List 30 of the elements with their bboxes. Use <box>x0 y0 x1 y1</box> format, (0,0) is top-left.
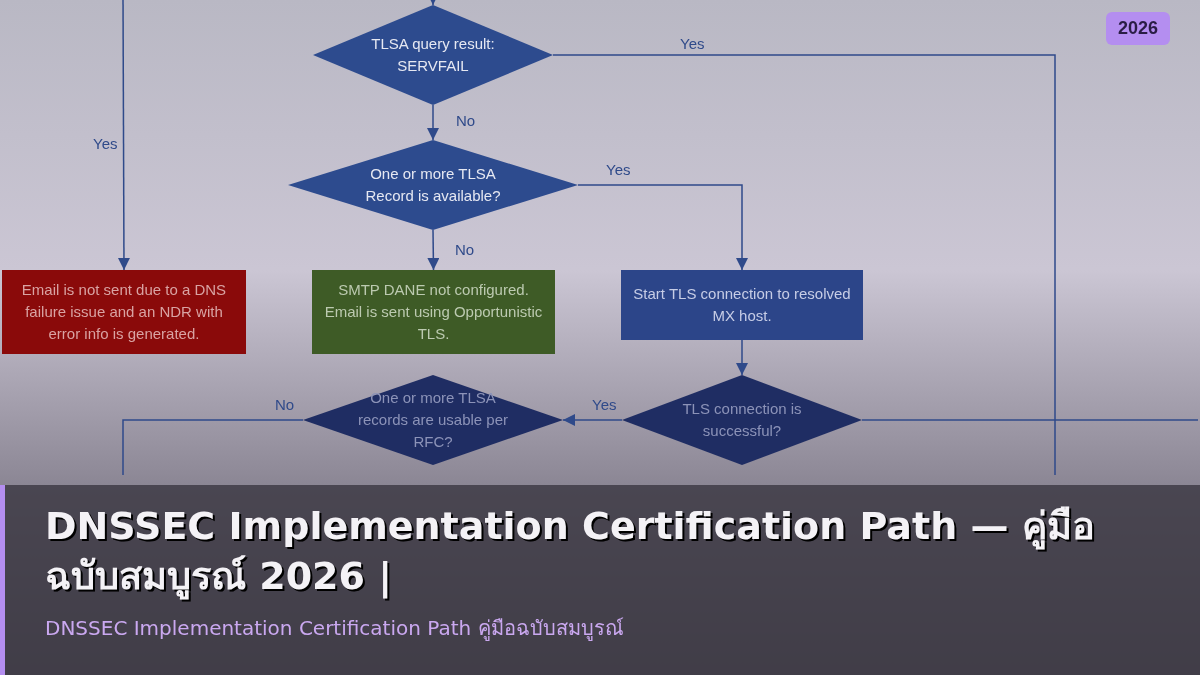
title: DNSSEC Implementation Certification Path — คู่มือฉบับสมบูรณ์ 2026 | <box>45 503 1096 601</box>
decision-diamond <box>622 375 862 465</box>
edge-label: Yes <box>680 36 705 51</box>
node-text: Start TLS connection to resolved MX host. <box>632 284 852 326</box>
connector-arrow <box>427 229 440 271</box>
node-text: Email is not sent due to a DNS failure issue and an NDR with error info is generated. <box>20 280 228 344</box>
edge-label: Yes <box>93 136 118 151</box>
connector-arrow <box>736 339 748 376</box>
process-box <box>2 270 246 354</box>
decision-diamond <box>288 140 578 230</box>
node-text: TLS connection is successful? <box>681 399 803 441</box>
connector-arrow <box>117 0 130 271</box>
edge-label: No <box>456 113 476 128</box>
connector-arrow <box>562 414 623 426</box>
edge-label: Yes <box>606 162 631 177</box>
node-text: One or more TLSA records are usable per RFC? <box>356 388 510 452</box>
decision-diamond <box>313 5 553 105</box>
edge-label: No <box>455 242 475 257</box>
decision-diamond <box>303 375 563 465</box>
edge-label: No <box>275 397 295 412</box>
node-text: One or more TLSA Record is available? <box>364 164 502 206</box>
process-box <box>312 270 555 354</box>
node-text: SMTP DANE not configured. Email is sent using Opportunistic TLS. <box>323 280 544 344</box>
connector-arrow <box>427 104 439 141</box>
node-text: TLSA query result: SERVFAIL <box>370 34 496 76</box>
subtitle: DNSSEC Implementation Certification Path คู่มือฉบับสมบูรณ์ <box>45 615 625 643</box>
process-box <box>621 270 863 340</box>
edge-label: Yes <box>592 397 617 412</box>
year-badge: 2026 <box>1105 12 1170 45</box>
connector-arrow <box>577 184 748 271</box>
